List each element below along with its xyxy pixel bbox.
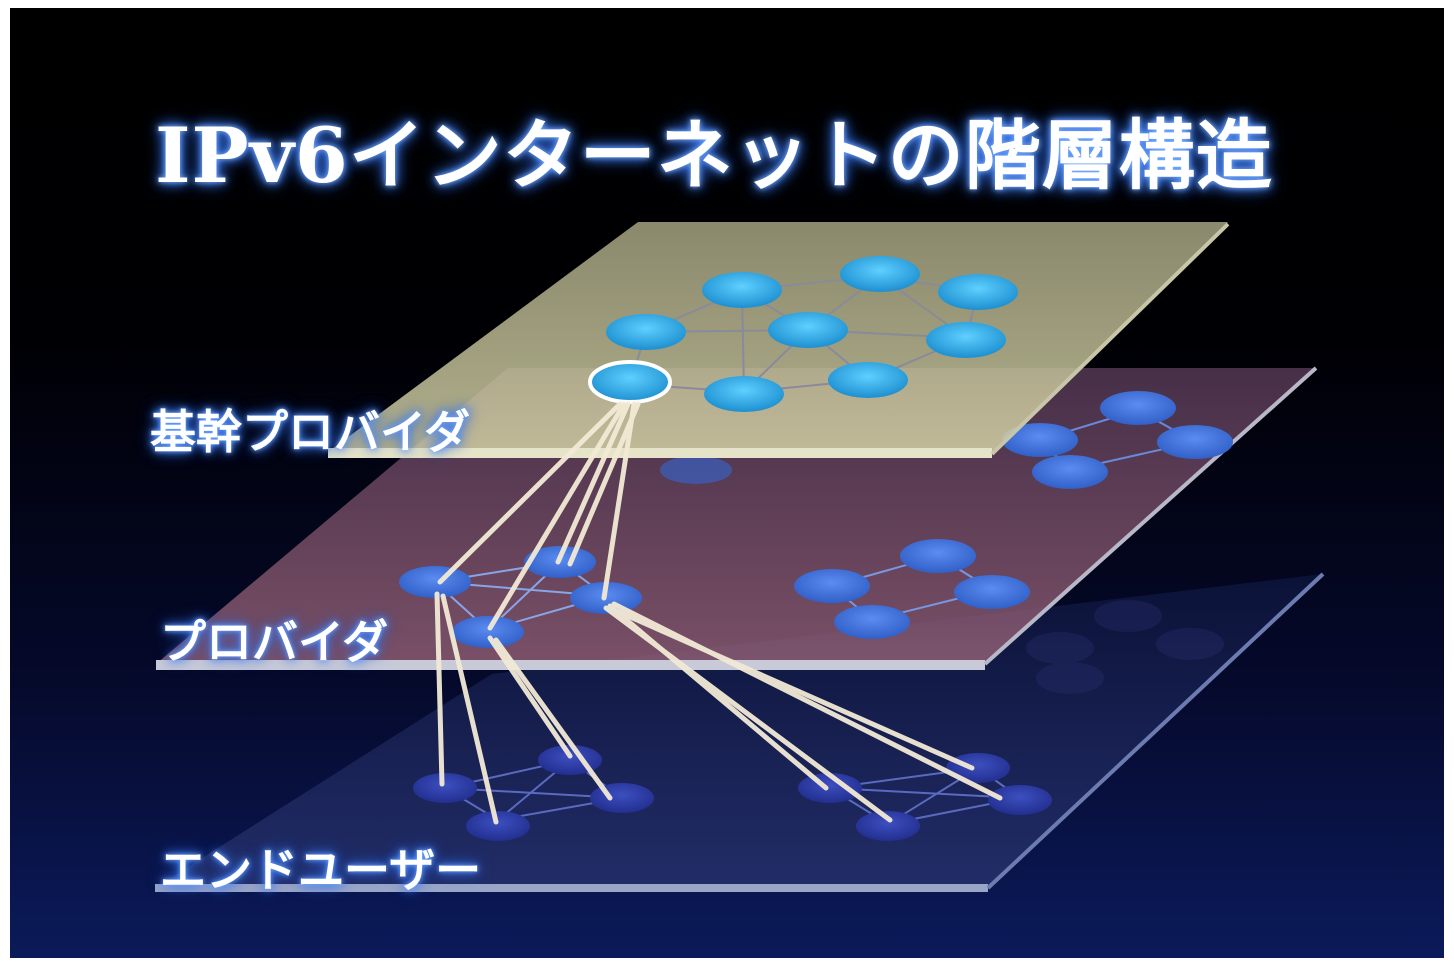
enduser-cluster-left [413, 745, 654, 841]
slide-title: IPv6インターネットの階層構造 [155, 111, 1273, 200]
provider-enduser-links [434, 591, 1003, 825]
enduser-far-cluster [1026, 600, 1224, 694]
backbone-provider-links [437, 401, 641, 631]
enduser-plane [155, 572, 1325, 892]
layer-label-provider: プロバイダ [160, 615, 389, 669]
backbone-node-highlighted [588, 360, 672, 404]
enduser-cluster-right [798, 753, 1052, 841]
layer-label-backbone: 基幹プロバイダ [150, 405, 471, 459]
backbone-network [606, 256, 1018, 412]
provider-cluster-far [1002, 391, 1233, 489]
provider-node-hidden [660, 456, 732, 484]
backbone-plane [328, 222, 1230, 458]
layer-label-enduser: エンドユーザー [160, 843, 482, 897]
layered-network-diagram [155, 222, 1325, 892]
slide-frame: IPv6インターネットの階層構造 基幹プロバイダ プロバイダ エンドユーザー [10, 8, 1444, 958]
provider-cluster-right [794, 539, 1030, 639]
